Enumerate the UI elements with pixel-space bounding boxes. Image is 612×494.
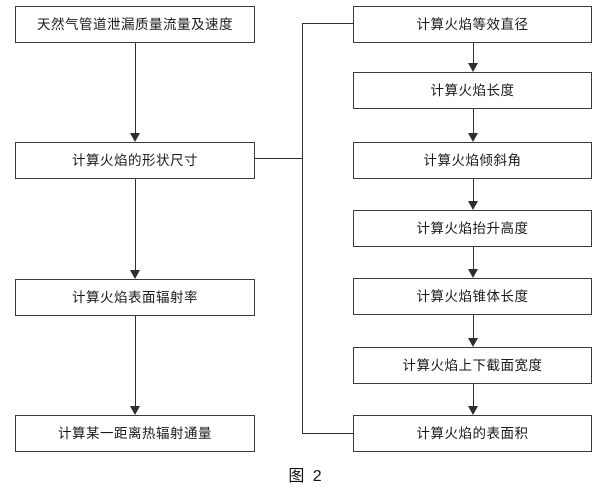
- arrowhead-shape-to-emissivity: [130, 270, 140, 279]
- node-flame-surface-area: 计算火焰的表面积: [353, 415, 592, 452]
- node-label: 计算火焰的表面积: [416, 425, 529, 441]
- node-label: 计算火焰锥体长度: [416, 288, 529, 304]
- node-label: 计算火焰表面辐射率: [72, 289, 198, 305]
- connector-line-shape-to-emissivity: [135, 179, 136, 270]
- node-label: 计算火焰抬升高度: [416, 220, 529, 236]
- node-flame-surface-emissivity: 计算火焰表面辐射率: [15, 279, 255, 316]
- arrowhead-tilt-to-liftoff: [468, 201, 478, 210]
- node-label: 计算火焰倾斜角: [423, 152, 522, 168]
- connector-line-cone-to-sections: [473, 315, 474, 338]
- arrowhead-emissivity-to-flux: [130, 406, 140, 415]
- node-label: 计算火焰等效直径: [416, 16, 529, 32]
- connector-line-shape-to-bracket: [255, 158, 303, 159]
- arrowhead-diameter-to-length: [468, 63, 478, 72]
- node-label: 天然气管道泄漏质量流量及速度: [37, 16, 233, 32]
- node-flame-cone-length: 计算火焰锥体长度: [353, 278, 592, 315]
- node-label: 计算某一距离热辐射通量: [58, 425, 212, 441]
- node-flame-shape-size: 计算火焰的形状尺寸: [15, 142, 255, 179]
- figure-caption: 图 2: [288, 468, 324, 485]
- node-flame-section-widths: 计算火焰上下截面宽度: [353, 347, 592, 384]
- connector-line-bracket-spine: [302, 23, 303, 434]
- node-flame-equivalent-diameter: 计算火焰等效直径: [353, 6, 592, 43]
- connector-line-tilt-to-liftoff: [473, 179, 474, 201]
- node-flame-tilt-angle: 计算火焰倾斜角: [353, 142, 592, 179]
- connector-line-emissivity-to-flux: [135, 316, 136, 406]
- node-flame-length: 计算火焰长度: [353, 72, 592, 109]
- node-label: 计算火焰上下截面宽度: [402, 357, 543, 373]
- connector-line-liftoff-to-cone: [473, 247, 474, 269]
- arrowhead-sections-to-area: [468, 406, 478, 415]
- connector-line-sections-to-area: [473, 384, 474, 406]
- connector-line-length-to-tilt: [473, 109, 474, 133]
- connector-line-diameter-to-length: [473, 43, 474, 63]
- arrowhead-liftoff-to-cone: [468, 269, 478, 278]
- arrowhead-leak-to-shape: [130, 133, 140, 142]
- node-heat-radiation-flux: 计算某一距离热辐射通量: [15, 415, 255, 452]
- connector-line-bracket-to-diameter: [302, 23, 354, 24]
- arrowhead-cone-to-sections: [468, 338, 478, 347]
- node-leak-mass-flow-velocity: 天然气管道泄漏质量流量及速度: [15, 6, 255, 43]
- node-label: 计算火焰长度: [430, 82, 515, 98]
- arrowhead-length-to-tilt: [468, 133, 478, 142]
- connector-line-area-to-bracket: [302, 433, 354, 434]
- connector-line-leak-to-shape: [135, 43, 136, 133]
- node-label: 计算火焰的形状尺寸: [72, 152, 198, 168]
- node-flame-lift-off-height: 计算火焰抬升高度: [353, 210, 592, 247]
